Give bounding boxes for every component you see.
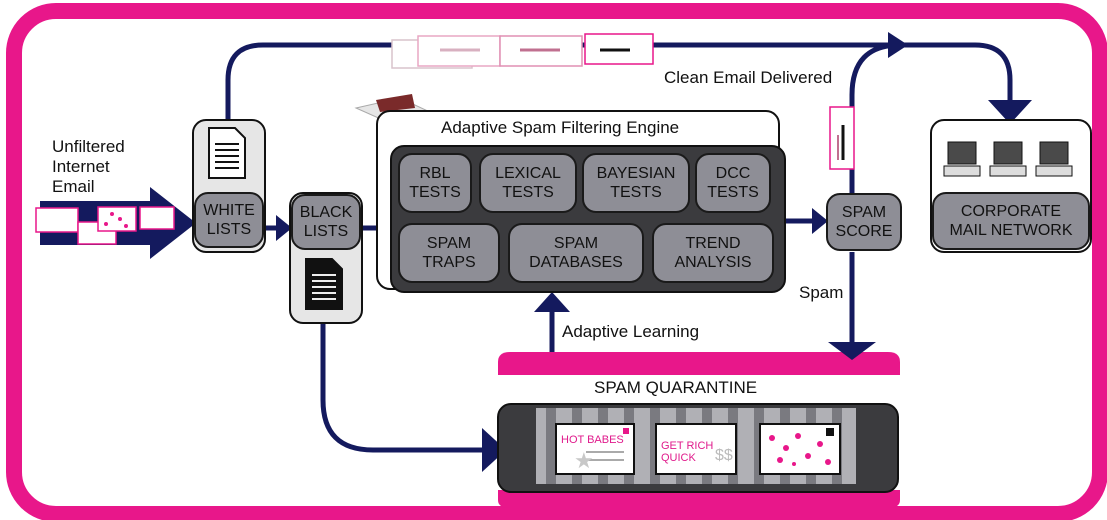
black-lists-node: BLACK LISTS <box>291 194 361 250</box>
svg-text:★: ★ <box>574 449 594 474</box>
computer-icon <box>943 141 1073 177</box>
outer-border <box>6 3 1107 520</box>
quarantine-title: SPAM QUARANTINE <box>594 378 758 397</box>
get-rich-text: GET RICH QUICK <box>661 440 714 464</box>
spam-traps: SPAM TRAPS <box>398 223 500 283</box>
arrowhead-corporate <box>988 100 1032 124</box>
engine-title: Adaptive Spam Filtering Engine <box>441 118 680 137</box>
spam-score-node: SPAM SCORE <box>826 193 902 251</box>
arrowhead-learning <box>534 292 570 312</box>
spam-message-2 <box>655 423 737 475</box>
white-lists-node: WHITE LISTS <box>194 192 264 248</box>
arrowhead-top <box>888 32 908 58</box>
spam-label: Spam <box>799 283 844 302</box>
arrowhead-black <box>276 215 292 241</box>
unfiltered-email-label: Unfiltered Internet Email <box>52 137 125 196</box>
black-to-quarantine <box>320 322 485 453</box>
bayesian-tests: BAYESIAN TESTS <box>582 153 690 213</box>
score-envelope <box>829 106 855 170</box>
dollar-text: $$ <box>715 447 733 464</box>
trend-analysis: TREND ANALYSIS <box>652 223 774 283</box>
hot-babes-text: HOT BABES <box>561 434 624 446</box>
clean-envelopes <box>391 33 654 69</box>
score-to-clean-path <box>849 42 901 195</box>
dcc-tests: DCC TESTS <box>695 153 771 213</box>
white-document-icon <box>208 127 246 179</box>
quarantine-band-bottom <box>498 490 900 508</box>
arrowhead-score <box>812 208 828 234</box>
adaptive-learning-label: Adaptive Learning <box>562 322 700 341</box>
incoming-envelopes <box>35 206 175 245</box>
quarantine-stripes: ★ <box>536 408 856 484</box>
arrowhead-quarantine <box>828 342 876 360</box>
lexical-tests: LEXICAL TESTS <box>479 153 577 213</box>
arrowhead-quarantine-left <box>482 428 506 472</box>
spam-databases: SPAM DATABASES <box>508 223 644 283</box>
quarantine-band <box>498 352 900 375</box>
clean-email-label: Clean Email Delivered <box>664 68 833 87</box>
spam-message-1 <box>555 423 635 475</box>
rbl-tests: RBL TESTS <box>398 153 472 213</box>
corporate-node: CORPORATE MAIL NETWORK <box>932 192 1090 250</box>
black-document-icon <box>305 258 343 310</box>
computer-icons <box>943 141 1073 177</box>
